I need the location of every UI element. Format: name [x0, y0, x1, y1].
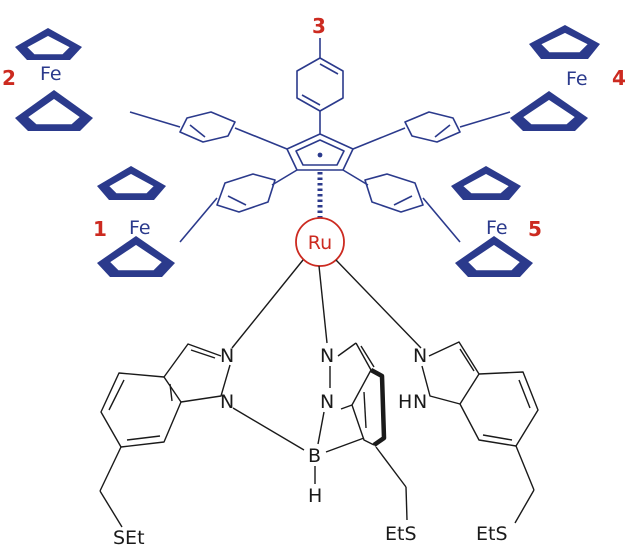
ferrocene-2: [15, 28, 93, 131]
substituent-middle: EtS: [385, 523, 417, 545]
ferrocene-number-1: 1: [93, 217, 107, 241]
iron-label-1: Fe: [129, 217, 151, 239]
aryl-ring-3: [296, 57, 344, 112]
ferrocene-number-2: 2: [2, 66, 16, 90]
h-label-boron: H: [308, 485, 322, 507]
iron-label-5: Fe: [486, 217, 508, 239]
ferrocene-number-4: 4: [612, 66, 626, 90]
middle-n-b-bond: [317, 411, 325, 445]
middle-indazole-benzene: [351, 369, 375, 446]
ferrocene-4: [510, 25, 600, 131]
ferrocene-number-5: 5: [528, 217, 542, 241]
central-cp-inner-ring: [295, 139, 345, 166]
ru-circle: [295, 217, 345, 267]
ferrocene-1: [97, 166, 175, 277]
bond-aryl-fc-2: [129, 111, 181, 128]
tris-indazolyl-borate-ligand: [99, 259, 539, 528]
middle-ch2: [375, 446, 407, 488]
aryl-ring-1: [216, 173, 276, 213]
n-label-left-upper: N: [220, 345, 234, 367]
left-indazole-pyrazole: [163, 343, 231, 403]
bond-cp-aryl-2: [234, 127, 288, 150]
ferrocene-number-3: 3: [312, 14, 326, 38]
n-label-left-lower: N: [220, 391, 234, 413]
right-indazole-pyrazole: [421, 341, 480, 405]
labels: 1 2 3 4 5 Fe Fe Fe Fe Ru N N N N N N H H…: [2, 14, 626, 549]
left-n-b-bond: [232, 407, 305, 451]
bond-aryl-fc-1: [179, 197, 218, 243]
h-label-right: H: [398, 391, 412, 413]
left-indazole-benzene: [100, 372, 182, 448]
ferrocene-5: [451, 166, 533, 277]
bond-aryl-fc-4: [459, 111, 511, 128]
n-label-right-lower: N: [413, 391, 427, 413]
pentaaryl-cp-ligand: [129, 38, 511, 243]
aryl-ring-2: [179, 111, 236, 143]
middle-indazole-bold-edge: [369, 368, 387, 447]
iron-label-2: Fe: [40, 63, 62, 85]
radical-dot: [317, 152, 323, 158]
n-label-middle-lower: N: [320, 391, 334, 413]
aryl-ring-5: [364, 173, 424, 213]
ru-label: Ru: [308, 232, 332, 254]
b-label: B: [308, 445, 321, 467]
iron-label-4: Fe: [566, 68, 588, 90]
n-label-right-upper: N: [413, 345, 427, 367]
substituent-left: SEt: [113, 527, 145, 549]
bond-cp-aryl-4: [352, 127, 406, 150]
bond-aryl-fc-5: [422, 197, 461, 243]
right-b-bond: [325, 437, 365, 453]
substituent-right: EtS: [476, 523, 508, 545]
ruthenium-center: [295, 217, 345, 267]
bond-cp-aryl-1: [271, 169, 298, 186]
right-ch2: [515, 445, 535, 491]
aryl-ring-4: [404, 111, 461, 143]
right-indazole-benzene: [459, 371, 539, 447]
n-label-middle-upper: N: [320, 345, 334, 367]
central-cp-ring: [286, 133, 354, 171]
left-ch2: [99, 446, 122, 492]
bond-cp-aryl-5: [342, 169, 369, 186]
